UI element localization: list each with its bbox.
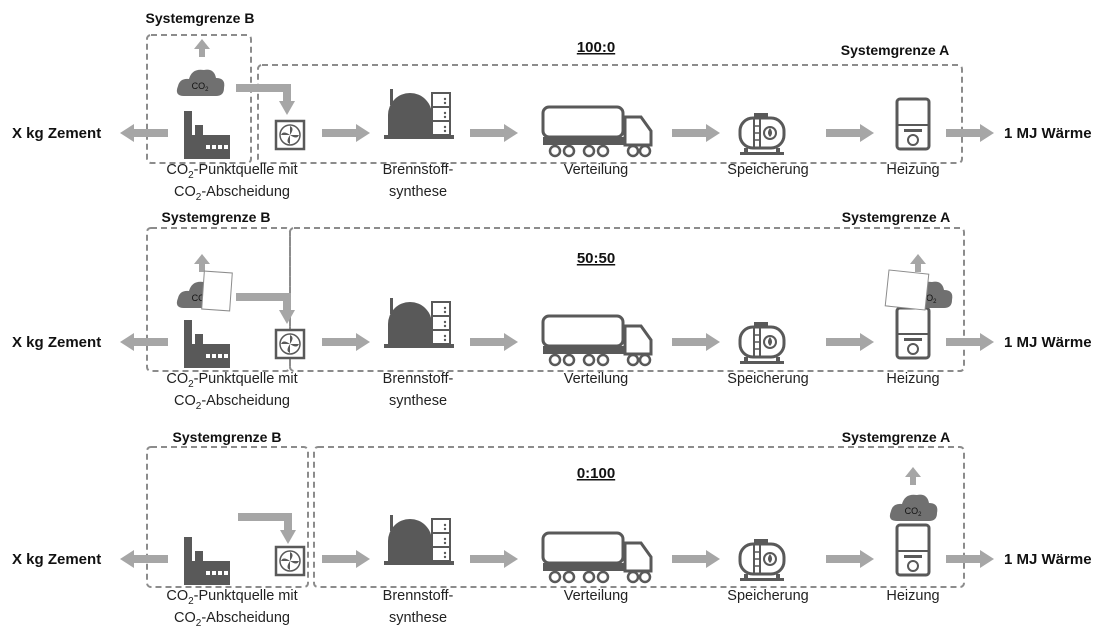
arrow-to-synthesis: [322, 550, 370, 568]
co2-flow-arrowhead: [279, 101, 295, 115]
heater-emission-up-arrow: [905, 467, 921, 485]
label-heating: Heizung: [886, 588, 939, 604]
arrow-to-distribution: [470, 333, 518, 351]
label-storage: Speicherung: [727, 371, 808, 387]
heater-icon: [897, 525, 929, 575]
output-arrow: [946, 333, 994, 351]
label-synthesis-line1: Brennstoff-: [383, 371, 454, 387]
label-synthesis-line2: synthese: [389, 184, 447, 200]
arrow-to-storage: [672, 550, 720, 568]
factory-icon: [184, 537, 230, 585]
fuel-synthesis-icon: [384, 89, 454, 139]
co2-flow-arrow: [236, 297, 287, 312]
label-synthesis-line2: synthese: [389, 610, 447, 626]
cement-label: X kg Zement: [12, 125, 101, 142]
label-source-line2: CO2-Abscheidung: [174, 184, 290, 203]
label-synthesis-line1: Brennstoff-: [383, 162, 454, 178]
cement-label: X kg Zement: [12, 551, 101, 568]
arrow-to-distribution: [470, 550, 518, 568]
heater-emission-up-arrow: [910, 254, 926, 272]
co2-flow-arrowhead: [279, 310, 295, 324]
co2-cloud-icon: CO2: [177, 70, 224, 96]
tanker-truck-icon: [543, 316, 651, 365]
fuel-synthesis-icon: [384, 515, 454, 565]
partial-cover-sheet: [885, 270, 929, 310]
boundary-a-box: [314, 447, 964, 587]
cement-arrow: [120, 124, 168, 142]
label-synthesis-line2: synthese: [389, 393, 447, 409]
ratio-label: 0:100: [577, 465, 615, 482]
label-source-line1: CO2-Punktquelle mit: [166, 162, 297, 181]
cement-arrow: [120, 550, 168, 568]
label-source-line2: CO2-Abscheidung: [174, 610, 290, 629]
heater-co2-cloud-icon: CO2: [890, 495, 937, 521]
heater-icon: [897, 308, 929, 358]
scenario-row-3: 0:100 Systemgrenze B Systemgrenze A X kg Ze…: [12, 429, 1092, 629]
label-distribution: Verteilung: [564, 371, 629, 387]
emission-up-arrow: [194, 39, 210, 57]
output-arrow: [946, 550, 994, 568]
boundary-a-label: Systemgrenze A: [842, 209, 950, 225]
output-label: 1 MJ Wärme: [1004, 334, 1092, 351]
arrow-to-heating: [826, 124, 874, 142]
boundary-a-label: Systemgrenze A: [841, 42, 949, 58]
arrow-to-synthesis: [322, 124, 370, 142]
partial-cover-sheet: [202, 271, 233, 311]
label-storage: Speicherung: [727, 588, 808, 604]
co2-capture-fan-icon: [276, 121, 304, 149]
storage-tank-icon: [740, 322, 784, 364]
ratio-label: 100:0: [577, 39, 615, 56]
cement-arrow: [120, 333, 168, 351]
output-arrow: [946, 124, 994, 142]
tanker-truck-icon: [543, 533, 651, 582]
ratio-label: 50:50: [577, 250, 615, 267]
scenario-row-1: 100:0 Systemgrenze B Systemgrenze A X kg Ze…: [12, 10, 1092, 203]
scenario-row-2: 50:50 Systemgrenze B Systemgrenze A X kg Ze…: [12, 209, 1092, 412]
fuel-synthesis-icon: [384, 298, 454, 348]
label-source-line1: CO2-Punktquelle mit: [166, 371, 297, 390]
label-distribution: Verteilung: [564, 588, 629, 604]
arrow-to-heating: [826, 550, 874, 568]
storage-tank-icon: [740, 113, 784, 155]
tanker-truck-icon: [543, 107, 651, 156]
boundary-b-label: Systemgrenze B: [146, 10, 255, 26]
output-label: 1 MJ Wärme: [1004, 551, 1092, 568]
co2-capture-fan-icon: [276, 547, 304, 575]
label-heating: Heizung: [886, 371, 939, 387]
label-synthesis-line1: Brennstoff-: [383, 588, 454, 604]
factory-icon: [184, 320, 230, 368]
boundary-b-label: Systemgrenze B: [162, 209, 271, 225]
co2-flow-arrow: [236, 88, 287, 103]
output-label: 1 MJ Wärme: [1004, 125, 1092, 142]
boundary-a-box: [258, 65, 962, 163]
factory-icon: [184, 111, 230, 159]
arrow-to-heating: [826, 333, 874, 351]
co2-flow-arrowhead: [280, 530, 296, 544]
emission-up-arrow: [194, 254, 210, 272]
arrow-to-storage: [672, 333, 720, 351]
arrow-to-storage: [672, 124, 720, 142]
storage-tank-icon: [740, 539, 784, 581]
label-distribution: Verteilung: [564, 162, 629, 178]
cement-label: X kg Zement: [12, 334, 101, 351]
co2-flow-arrow: [238, 517, 288, 532]
boundary-a-label: Systemgrenze A: [842, 429, 950, 445]
label-source-line2: CO2-Abscheidung: [174, 393, 290, 412]
arrow-to-synthesis: [322, 333, 370, 351]
label-heating: Heizung: [886, 162, 939, 178]
arrow-to-distribution: [470, 124, 518, 142]
label-source-line1: CO2-Punktquelle mit: [166, 588, 297, 607]
boundary-b-label: Systemgrenze B: [173, 429, 282, 445]
label-storage: Speicherung: [727, 162, 808, 178]
co2-capture-fan-icon: [276, 330, 304, 358]
heater-icon: [897, 99, 929, 149]
